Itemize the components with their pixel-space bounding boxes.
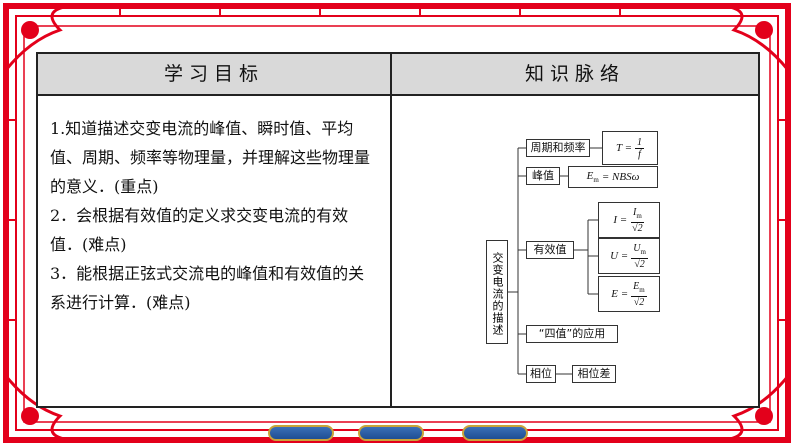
formula-emf-num: E: [633, 280, 640, 292]
formula-peak-rhs: = NBSω: [601, 171, 640, 183]
mind-map-connectors: [508, 147, 602, 375]
next-slide-button-icon[interactable]: [462, 425, 528, 441]
table-header-row: 学习目标 知识脉络: [38, 54, 758, 96]
home-button-icon[interactable]: [358, 425, 424, 441]
formula-period: T = 1 f: [602, 131, 658, 165]
formula-peak: Em = NBSω: [568, 166, 658, 188]
formula-voltage-fraction: Um √2: [631, 243, 648, 270]
formula-emf-fraction: Em √2: [631, 281, 647, 308]
goal-item-1: 1.知道描述交变电流的峰值、瞬时值、平均值、周期、频率等物理量，并理解这些物理量…: [50, 119, 371, 196]
content-table: 学习目标 知识脉络 1.知道描述交变电流的峰值、瞬时值、平均值、周期、频率等物理…: [36, 52, 760, 408]
formula-peak-sub: m: [593, 176, 599, 185]
column-divider: [390, 54, 392, 406]
goal-item-3: 3．能根据正弦式交流电的峰值和有效值的关系进行计算．(难点): [50, 264, 365, 312]
formula-emf-lhs: E =: [611, 288, 629, 300]
branch-peak: 峰值: [526, 167, 560, 185]
formula-current-num: I: [633, 206, 637, 218]
goal-item-2: 2．会根据有效值的定义求交变电流的有效值．(难点): [50, 206, 349, 254]
formula-voltage-num: U: [633, 242, 641, 254]
formula-period-numerator: 1: [635, 136, 645, 149]
formula-voltage-den: √2: [634, 258, 645, 270]
formula-period-denominator: f: [638, 148, 641, 160]
formula-current-sub: m: [636, 211, 642, 220]
formula-current: I = Im √2: [598, 202, 660, 238]
header-knowledge-map: 知识脉络: [524, 63, 625, 85]
header-learning-goals: 学习目标: [163, 63, 264, 85]
formula-period-fraction: 1 f: [635, 136, 645, 160]
formula-emf: E = Em √2: [598, 276, 660, 312]
formula-current-den: √2: [632, 222, 643, 234]
learning-goals-list: 1.知道描述交变电流的峰值、瞬时值、平均值、周期、频率等物理量，并理解这些物理量…: [50, 114, 380, 317]
mind-map-root-node: 交变电流的描述: [486, 240, 508, 344]
formula-voltage: U = Um √2: [598, 238, 660, 274]
branch-period-frequency: 周期和频率: [526, 139, 590, 157]
formula-period-lhs: T =: [615, 142, 633, 154]
formula-emf-sub: m: [639, 285, 645, 294]
formula-peak-lhs: E: [586, 169, 594, 182]
formula-emf-den: √2: [633, 296, 645, 308]
formula-voltage-lhs: U =: [610, 250, 629, 262]
knowledge-mind-map: 交变电流的描述 周期和频率 T = 1 f 峰值 Em = NBSω 有效值 I…: [392, 98, 758, 406]
branch-effective-value: 有效值: [526, 241, 574, 259]
formula-current-fraction: Im √2: [630, 207, 645, 234]
formula-current-lhs: I =: [613, 214, 628, 226]
prev-slide-button-icon[interactable]: [268, 425, 334, 441]
leaf-phase-difference: 相位差: [572, 365, 616, 383]
branch-four-values-application: “四值”的应用: [526, 325, 618, 343]
branch-phase: 相位: [526, 365, 556, 383]
formula-voltage-sub: m: [640, 247, 646, 256]
